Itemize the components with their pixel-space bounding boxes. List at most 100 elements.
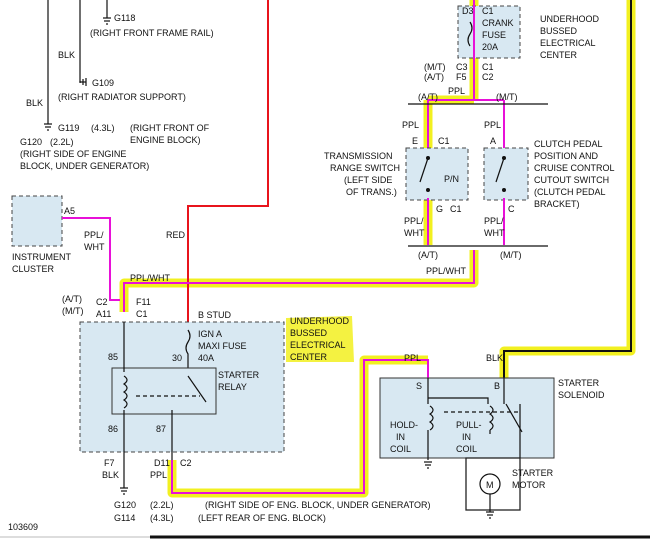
crank-fuse-box [457,5,521,59]
g119-id: G119 [58,123,79,133]
relay-pin-d11: D11 [154,458,170,468]
maxi-fuse-element [185,329,191,368]
g114-desc: (LEFT REAR OF ENG. BLOCK) [198,513,326,523]
motor-label-2: MOTOR [512,480,546,490]
crank-out-ppl: PPL [448,86,465,96]
relay-center-3: ELECTRICAL [290,340,346,350]
ppl-wire-crank [427,0,505,150]
relay-out-ppl: PPL [150,470,167,480]
pull-coil-1: PULL- [456,420,482,430]
trans-label-2: RANGE SWITCH [330,163,400,173]
trans-out-ppl: PPL/ [404,216,424,226]
clutch-pin-a: A [490,136,496,146]
crank-conn-c1: C1 [482,62,494,72]
hold-coil-1: HOLD- [390,420,418,430]
ground-symbol-motor [486,494,494,519]
clutch-switch-blade [495,157,505,183]
split-mt-label: (M/T) [496,92,518,102]
diagram-id: 103609 [8,522,38,532]
relay-pin-f11: F11 [136,297,151,307]
clutch-label-6: BRACKET) [534,199,580,209]
g120-bottom-desc: (RIGHT SIDE OF ENG. BLOCK, UNDER GENERAT… [205,500,431,510]
relay-pin-87: 87 [156,424,166,434]
relay-pin-85: 85 [108,352,118,362]
clutch-label-2: POSITION AND [534,151,599,161]
relay-pin-c2: C2 [96,297,108,307]
relay-contact [187,375,207,403]
trans-switch-blade [419,157,429,183]
crank-center-3: ELECTRICAL [540,38,596,48]
ppl-wht-cluster [62,217,120,301]
clutch-label-5: (CLUTCH PEDAL [534,187,606,197]
crank-conn-c1-top: C1 [482,6,494,16]
starter-solenoid-box [379,377,555,459]
relay-conn-c2: C2 [180,458,192,468]
clutch-label-3: CRUISE CONTROL [534,163,615,173]
pull-coil-2: IN [462,432,471,442]
g114-id: G114 [114,513,135,523]
crank-pin-c3: C3 [456,62,468,72]
hold-coil-2: IN [396,432,405,442]
ground-symbol-g109 [79,78,87,86]
relay-blk: BLK [102,470,119,480]
maxi-fuse-3: 40A [198,353,214,363]
g118-desc: (RIGHT FRONT FRAME RAIL) [90,28,214,38]
ground-symbol-relay [120,487,128,495]
g119-eng: (4.3L) [91,123,115,133]
ground-wires-top-left [44,0,111,131]
g109-desc: (RIGHT RADIATOR SUPPORT) [58,92,186,102]
g120-bottom-eng: (2.2L) [150,500,174,510]
clutch-label-1: CLUTCH PEDAL [534,139,603,149]
g114-eng: (4.3L) [150,513,174,523]
solenoid-contact [505,403,523,433]
g118-id: G118 [114,13,135,23]
trans-conn-c1-bottom: C1 [450,204,462,214]
maxi-fuse-pin-30: 30 [172,353,182,363]
relay-at: (A/T) [62,294,82,304]
cluster-label-2: CLUSTER [12,264,55,274]
instrument-cluster-box [11,195,63,247]
blk-battery-wire [503,0,632,378]
ground-symbol-g118 [103,17,111,25]
red-wire-label: RED [166,230,186,240]
trans-out-wht: WHT [404,228,425,238]
relay-in-ppl-wht: PPL/WHT [130,273,171,283]
relay-label-2: RELAY [218,382,247,392]
relay-pin-86: 86 [108,424,118,434]
trans-pn: P/N [444,174,459,184]
g120-top-eng: (2.2L) [50,137,74,147]
cluster-label-1: INSTRUMENT [12,252,71,262]
crank-fuse-label-2: FUSE [482,30,506,40]
crank-center-1: UNDERHOOD [540,14,600,24]
red-feed-wire [187,0,269,330]
trans-conn-c1-top: C1 [438,136,450,146]
merge-mt: (M/T) [500,250,522,260]
trans-label-4: OF TRANS.) [346,187,397,197]
clutch-label-4: CUTOUT SWITCH [534,175,609,185]
blk-label-g119: BLK [26,98,43,108]
relay-pin-f7: F7 [104,458,115,468]
crank-pin-f5: F5 [456,72,467,82]
ppl-wht-to-relay [123,250,475,312]
crank-center-2: BUSSED [540,26,578,36]
ppl-relay-to-solenoid [171,359,429,494]
motor-m: M [486,480,494,490]
relay-pin-a11: A11 [96,309,111,319]
motor-frame [465,457,521,511]
solenoid-pin-s: S [416,381,422,391]
relay-label-1: STARTER [218,370,260,380]
crank-at: (A/T) [424,72,444,82]
ground-symbol-g119 [44,123,52,131]
trans-pin-e: E [412,136,418,146]
blk-label-g109: BLK [58,50,75,60]
ground-symbol-hold [424,461,432,469]
crank-fuse-label-3: 20A [482,42,498,52]
trans-range-switch-box [405,147,469,201]
merge-at: (A/T) [418,250,438,260]
relay-b-stud: B STUD [198,310,232,320]
cluster-pin-a5: A5 [64,206,75,216]
solenoid-pin-b: B [494,381,500,391]
crank-conn-c2: C2 [482,72,494,82]
solenoid-label-1: STARTER [558,378,600,388]
